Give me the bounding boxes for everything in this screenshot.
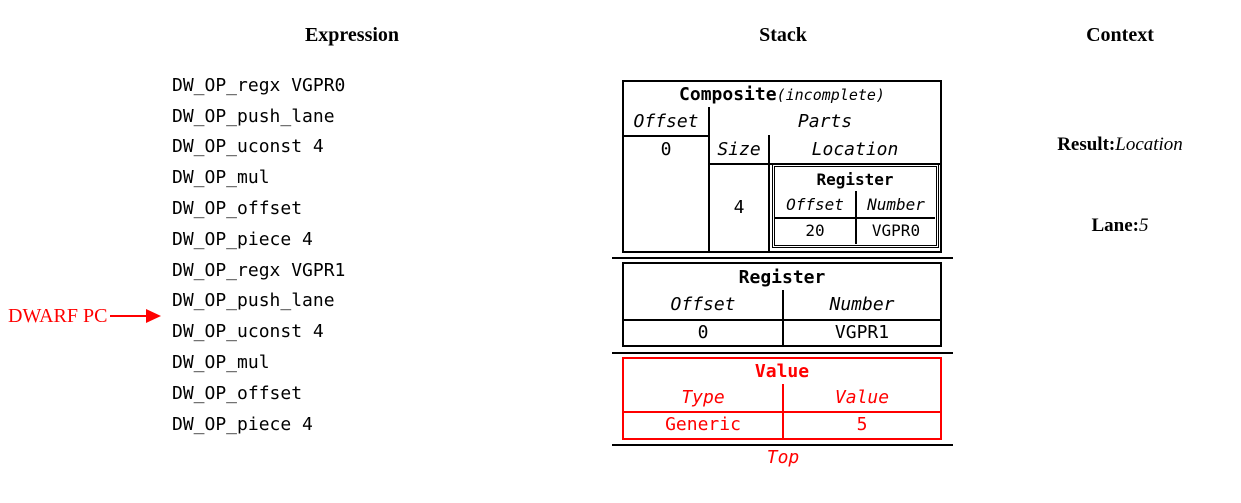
stack-top-label: Top	[766, 447, 800, 468]
divider	[708, 107, 710, 251]
context-result-value: Location	[1115, 134, 1183, 155]
expression-op: DW_OP_piece 4	[172, 228, 313, 250]
divider	[775, 217, 935, 219]
divider	[624, 411, 940, 413]
register-offset-value: 0	[697, 321, 709, 343]
expression-op-list: DW_OP_regx VGPR0 DW_OP_push_lane DW_OP_u…	[172, 70, 345, 440]
expression-op: DW_OP_push_lane	[172, 290, 335, 312]
stack-entry-separator	[612, 257, 953, 259]
nested-register-offset-header: Offset	[786, 194, 844, 214]
dwarf-pc-label: DWARF PC	[8, 305, 108, 327]
divider	[782, 290, 784, 345]
expression-op: DW_OP_regx VGPR1	[172, 259, 346, 281]
context-lane-value: 5	[1139, 215, 1149, 236]
nested-register-offset-value: 20	[805, 221, 825, 240]
divider	[624, 319, 940, 321]
context-lane-line: Lane:5	[1018, 212, 1222, 239]
expression-op: DW_OP_push_lane	[172, 105, 335, 127]
value-type-value: Generic	[665, 414, 741, 435]
divider	[768, 135, 770, 251]
expression-op: DW_OP_mul	[172, 167, 270, 189]
composite-size-header: Size	[717, 138, 761, 160]
context-result-line: Result:Location	[1018, 131, 1222, 158]
register-title: Register	[738, 266, 826, 288]
context-result-label: Result:	[1057, 134, 1116, 155]
expression-op: DW_OP_uconst 4	[172, 321, 324, 343]
composite-location-header: Location	[811, 138, 899, 160]
composite-size-value: 4	[733, 196, 745, 218]
composite-offset-value: 0	[660, 138, 672, 160]
composite-offset-header: Offset	[633, 110, 699, 132]
composite-title-row: Composite(incomplete)	[624, 82, 940, 107]
nested-register-number-value: VGPR0	[871, 221, 921, 240]
expression-column-title: Expression	[304, 24, 400, 46]
nested-register-number-header: Number	[867, 194, 925, 214]
composite-title: Composite	[679, 84, 777, 105]
value-type-header: Type	[681, 387, 725, 408]
divider	[624, 135, 708, 137]
context-lane-label: Lane:	[1091, 215, 1140, 236]
stack-entry-separator	[612, 444, 953, 446]
expression-op: DW_OP_offset	[172, 382, 303, 404]
arrow-right-icon	[146, 309, 161, 323]
composite-qualifier: (incomplete)	[776, 85, 885, 104]
register-number-header: Number	[829, 294, 895, 315]
nested-register-title: Register	[816, 169, 894, 189]
register-offset-header: Offset	[670, 294, 736, 315]
context-column-title: Context	[1086, 24, 1154, 46]
stack-column-title: Stack	[759, 24, 807, 46]
value-value-value: 5	[856, 414, 868, 435]
expression-op: DW_OP_uconst 4	[172, 136, 324, 158]
value-value-header: Value	[834, 387, 890, 408]
composite-parts-header: Parts	[797, 110, 853, 132]
context-block: Result:Location Lane:5	[1018, 77, 1222, 293]
expression-op: DW_OP_offset	[172, 198, 303, 220]
register-number-value: VGPR1	[834, 321, 890, 343]
stack-entry-value-table: Value Type Value Generic 5	[622, 357, 942, 440]
stack-entry-composite-table: Composite(incomplete) Offset Parts 0 Siz…	[622, 80, 942, 253]
divider	[710, 163, 940, 165]
stack-entry-register-table: Register Offset Number 0 VGPR1	[622, 262, 942, 347]
composite-part-register-table: Register Offset Number 20 VGPR0	[772, 164, 939, 248]
expression-op: DW_OP_piece 4	[172, 413, 313, 435]
stack-entry-separator	[612, 352, 953, 354]
arrow-right-icon	[110, 315, 147, 317]
expression-op: DW_OP_regx VGPR0	[172, 74, 346, 96]
value-title: Value	[754, 361, 810, 382]
expression-op: DW_OP_mul	[172, 352, 270, 374]
